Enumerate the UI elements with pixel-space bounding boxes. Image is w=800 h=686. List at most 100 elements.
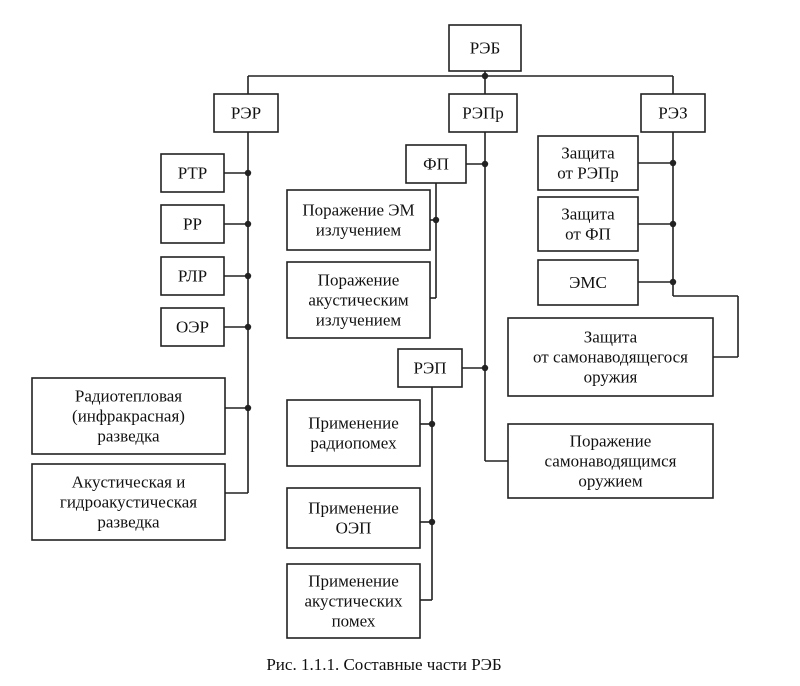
node-box [213,93,279,133]
junction-dot [669,159,677,167]
node-box [160,153,225,193]
node-label-line: оружия [584,368,638,387]
junction-dot [428,420,436,428]
junction-dot [244,404,252,412]
node-box [397,348,463,388]
node-label-line: ОЭР [176,318,209,337]
node-label-line: Поражение [570,432,652,451]
node-label-line: РЭПр [462,104,503,123]
node-label-line: помех [332,612,376,631]
node-label-line: от самонаводящегося [533,348,688,367]
node-oer: ОЭР [160,307,225,347]
node-box [448,24,522,72]
node-box [507,423,714,499]
node-label-line: Поражение ЭМ [302,201,414,220]
node-reb: РЭБ [448,24,522,72]
node-box [537,196,639,252]
junction-dot [244,272,252,280]
junction-dot [244,169,252,177]
junction-dot [244,220,252,228]
node-fp: ФП [405,144,467,184]
node-box [160,256,225,296]
node-label-line: акустических [304,592,403,611]
node-label-line: РР [183,215,202,234]
node-box [448,93,518,133]
node-label-line: ОЭП [336,519,372,538]
junction-dot [244,323,252,331]
junction-dots [244,72,677,526]
node-rtr: РТР [160,153,225,193]
junction-dot [481,160,489,168]
node-rr: РР [160,204,225,244]
node-rer: РЭР [213,93,279,133]
node-box [286,487,421,549]
node-rlr: РЛР [160,256,225,296]
node-label-line: оружием [578,472,642,491]
node-box [286,189,431,251]
node-label-line: от ФП [565,225,611,244]
node-label-line: самонаводящимся [545,452,677,471]
junction-dot [669,220,677,228]
node-box [537,259,639,306]
node-label-line: Защита [561,205,615,224]
node-box [537,135,639,191]
connectors [224,71,739,601]
node-label-line: Применение [308,572,399,591]
node-box [31,377,226,455]
node-label-line: РТР [178,164,208,183]
node-label-line: Применение [308,414,399,433]
node-ems: ЭМС [537,259,639,306]
node-label-line: радиопомех [310,434,397,453]
node-label-line: (инфракрасная) [72,407,185,426]
node-box [286,563,421,639]
node-rep: РЭП [397,348,463,388]
node-label-line: излучением [316,221,402,240]
junction-dot [432,216,440,224]
node-label-line: излучением [316,311,402,330]
node-label-line: Радиотепловая [75,387,182,406]
node-label-line: РЭР [231,104,261,123]
junction-dot [428,518,436,526]
node-box [286,399,421,467]
node-label-line: РЭП [414,359,447,378]
node-box [640,93,706,133]
junction-dot [669,278,677,286]
figure-caption: Рис. 1.1.1. Составные части РЭБ [266,655,501,674]
node-label-line: РЭЗ [658,104,687,123]
node-repr: РЭПр [448,93,518,133]
node-box [405,144,467,184]
junction-dot [481,72,489,80]
node-label-line: ФП [423,155,449,174]
diagram-nodes: РЭБ РЭР РЭПр РЭЗ РТР РР РЛР ОЭР Радиотепловая(ин… [31,24,714,639]
node-label-line: от РЭПр [557,164,618,183]
node-box [160,204,225,244]
node-label-line: акустическим [308,291,409,310]
node-label-line: ЭМС [569,273,607,292]
node-label-line: разведка [97,427,160,446]
node-box [286,261,431,339]
node-radioteplovaya: Радиотепловая(инфракрасная)разведка [31,377,226,455]
node-label-line: Акустическая и [72,473,186,492]
node-label-line: Защита [584,328,638,347]
node-box [507,317,714,397]
node-label-line: Поражение [318,271,400,290]
node-label-line: Применение [308,499,399,518]
junction-dot [481,364,489,372]
node-rez: РЭЗ [640,93,706,133]
node-label-line: гидроакустическая [60,493,197,512]
node-label-line: РЛР [178,267,207,286]
node-label-line: РЭБ [470,39,500,58]
node-box [31,463,226,541]
node-label-line: Защита [561,144,615,163]
